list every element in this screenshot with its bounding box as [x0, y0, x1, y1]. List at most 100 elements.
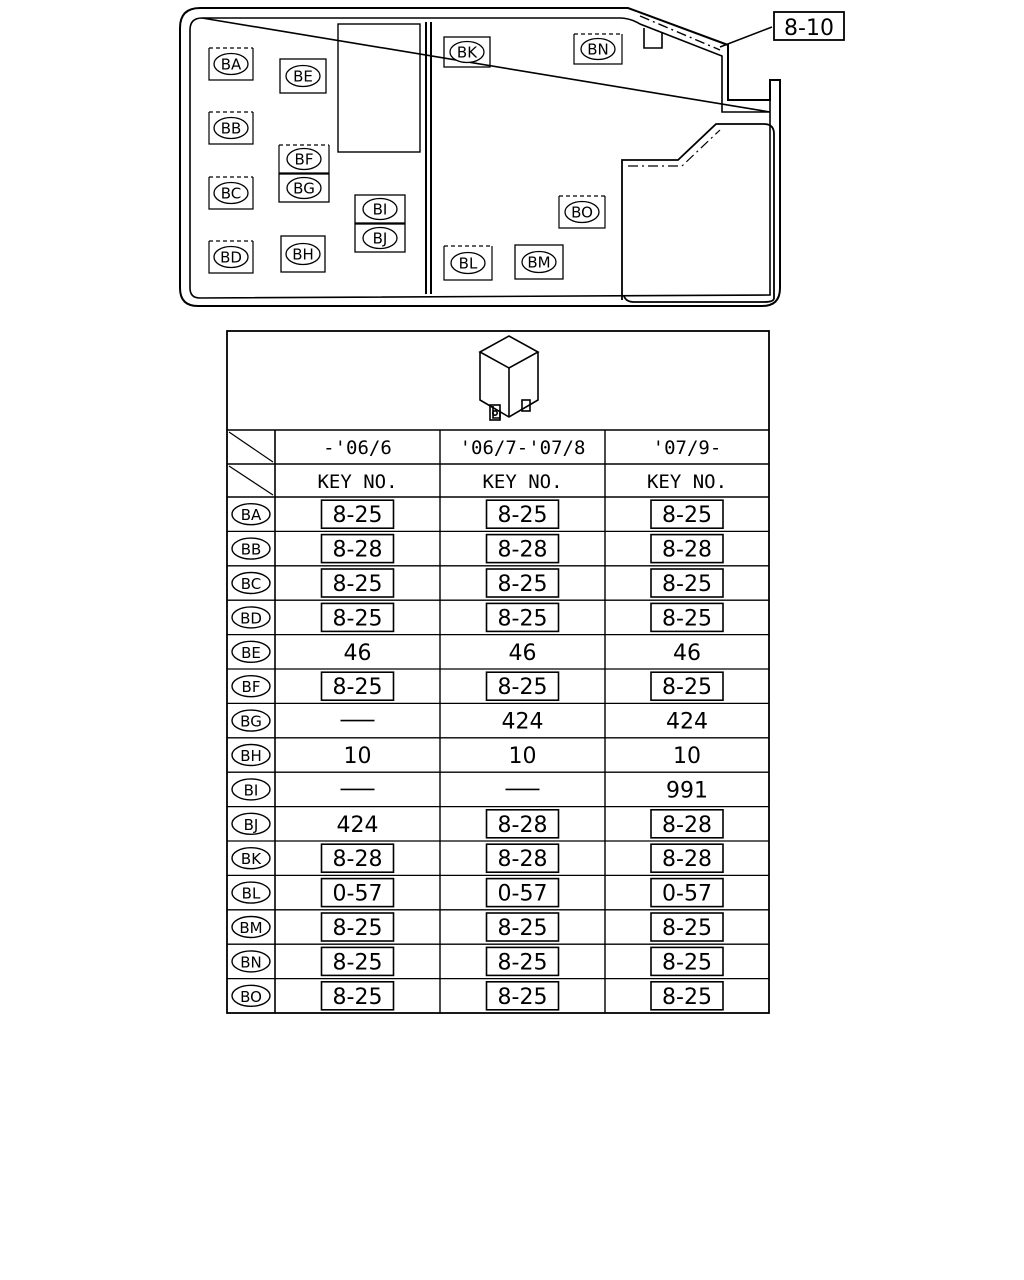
row-label-bg: BG	[240, 713, 262, 731]
cell-value: 8-28	[333, 847, 383, 872]
layout-label-bn: BN	[573, 33, 623, 65]
period-header-2: '06/7-'07/8	[460, 437, 586, 459]
relay-icon	[478, 335, 540, 421]
layout-label-bm: BM	[514, 244, 564, 280]
layout-label-text: BN	[587, 41, 609, 59]
label-ellipse	[213, 116, 249, 140]
layout-label-text: BL	[459, 255, 478, 273]
cell-value: 8-25	[498, 950, 548, 975]
layout-label-ba: BA	[208, 47, 254, 81]
cell-value: 0-57	[662, 882, 712, 907]
cell-ref-box	[650, 499, 724, 530]
layout-label-bf: BF	[278, 144, 330, 174]
row-label-bl: BL	[242, 885, 261, 903]
cell-value: 8-25	[498, 985, 548, 1010]
cell-value: 424	[666, 710, 708, 735]
row-label-ellipse	[231, 812, 271, 835]
cell-ref-box	[320, 568, 395, 598]
layout-label-bg: BG	[278, 173, 330, 203]
layout-label-text: BK	[457, 44, 478, 62]
cell-ref-box	[485, 843, 560, 874]
row-label-bf: BF	[242, 678, 261, 696]
layout-label-text: BB	[221, 120, 242, 138]
label-ellipse	[213, 245, 249, 269]
row-label-bo: BO	[240, 988, 262, 1006]
cell-value: 10	[344, 744, 372, 769]
row-label-ellipse	[231, 709, 271, 732]
cell-ref-box	[650, 912, 724, 942]
cell-ref-box	[320, 602, 395, 633]
cell-value: 8-25	[662, 572, 712, 597]
cell-value: 991	[666, 778, 708, 803]
cell-ref-box	[650, 602, 724, 633]
cell-ref-box	[485, 877, 560, 908]
cell-value: 46	[344, 641, 372, 666]
label-ellipse	[580, 37, 616, 61]
cell-ref-box	[650, 946, 724, 977]
row-label-ellipse	[231, 640, 271, 663]
layout-label-bh: BH	[280, 235, 326, 273]
row-label-bj: BJ	[244, 816, 259, 834]
cell-value: 8-25	[662, 916, 712, 941]
layout-label-text: BO	[571, 204, 593, 222]
label-ellipse	[449, 40, 485, 64]
cell-value: 8-25	[333, 503, 383, 528]
cell-value: 8-28	[333, 538, 383, 563]
label-ellipse	[213, 52, 249, 76]
cell-value: 0-57	[498, 882, 548, 907]
cell-value: 0-57	[333, 882, 383, 907]
cell-value: 8-25	[333, 675, 383, 700]
cell-value: 46	[673, 641, 701, 666]
cell-ref-box	[320, 877, 395, 908]
table-row: BL 0-57 0-57 0-57	[227, 874, 769, 908]
layout-label-bc: BC	[208, 176, 254, 210]
cell-ref-box	[650, 980, 724, 1011]
cell-ref-box	[650, 843, 724, 874]
cell-value: 8-25	[662, 503, 712, 528]
row-label-bb: BB	[241, 541, 262, 559]
layout-label-be: BE	[279, 58, 327, 94]
layout-label-text: BA	[221, 56, 242, 74]
cell-value: 8-25	[333, 950, 383, 975]
layout-label-text: BC	[221, 185, 242, 203]
cell-ref-box	[650, 533, 724, 564]
cell-ref-box	[650, 671, 724, 702]
cell-value: 8-25	[498, 503, 548, 528]
row-label-ellipse	[231, 950, 271, 973]
row-label-ellipse	[231, 503, 271, 526]
period-header-1: -'06/6	[323, 437, 392, 459]
cell-ref-box	[485, 671, 560, 702]
period-header-3: '07/9-	[653, 437, 722, 459]
label-ellipse	[286, 176, 322, 200]
cell-value: 8-25	[333, 572, 383, 597]
layout-label-bj: BJ	[354, 223, 406, 253]
layout-label-bd: BD	[208, 240, 254, 274]
corner-diagonal	[228, 431, 274, 463]
layout-label-text: BI	[373, 201, 388, 219]
cell-ref-box	[485, 808, 560, 839]
cell-value: 8-28	[498, 847, 548, 872]
row-label-ellipse	[231, 778, 271, 801]
row-label-bc: BC	[241, 575, 262, 593]
layout-label-text: BG	[293, 180, 315, 198]
row-label-bh: BH	[240, 747, 262, 765]
cell-ref-box	[320, 499, 395, 530]
cell-ref-box	[485, 568, 560, 598]
row-label-ellipse	[231, 847, 271, 870]
cell-value: 8-25	[498, 606, 548, 631]
label-ellipse	[362, 197, 398, 221]
cell-value: 10	[509, 744, 537, 769]
cell-value: 8-28	[498, 813, 548, 838]
relay-box-outline	[179, 7, 781, 307]
layout-label-text: BF	[295, 151, 314, 169]
label-ellipse	[521, 250, 557, 274]
row-label-bn: BN	[240, 953, 262, 971]
